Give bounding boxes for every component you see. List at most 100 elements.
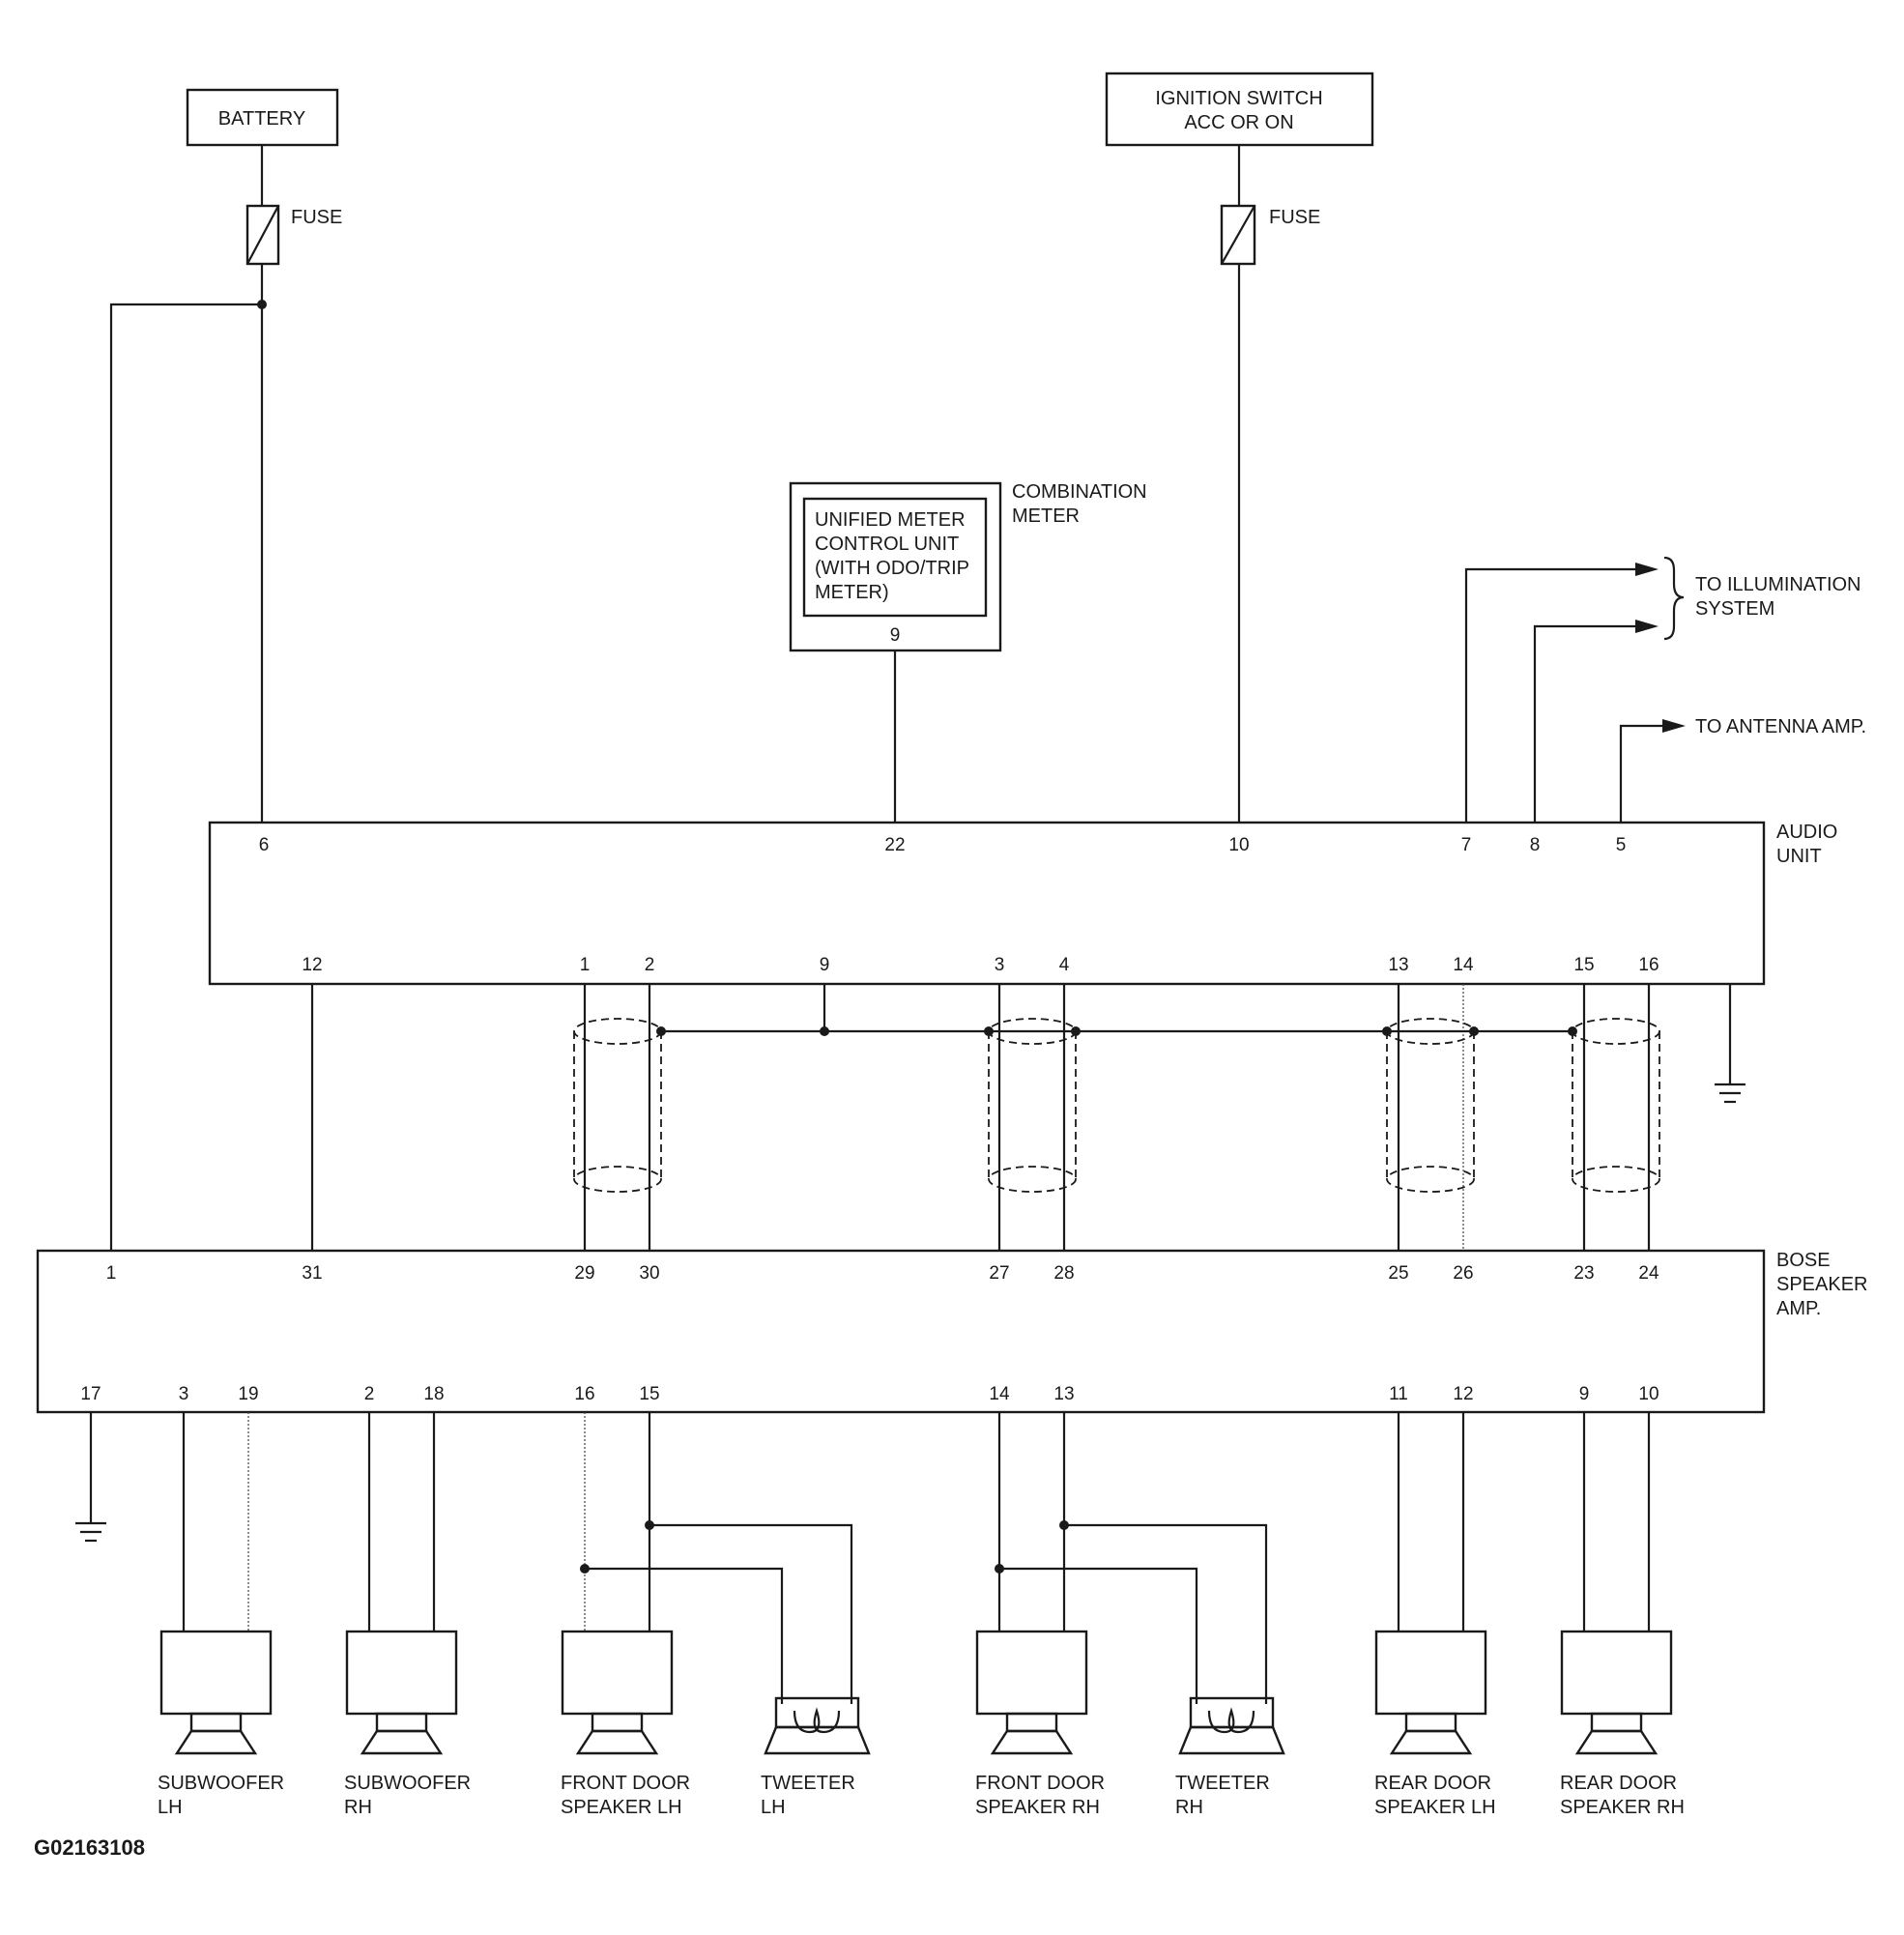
pin-label: 2 bbox=[364, 1384, 375, 1404]
pin-label: 10 bbox=[1638, 1384, 1659, 1404]
pin-label: 2 bbox=[645, 955, 655, 975]
meter-unit-label: (WITH ODO/TRIP bbox=[815, 558, 969, 579]
pin-label: 25 bbox=[1388, 1263, 1408, 1284]
pin-label: 3 bbox=[995, 955, 1005, 975]
pin-label: 31 bbox=[302, 1263, 322, 1284]
pin-label: 15 bbox=[639, 1384, 659, 1404]
battery-box: BATTERY bbox=[186, 88, 339, 147]
pin-label: 10 bbox=[1228, 835, 1249, 855]
ignition-mode-label: ACC OR ON bbox=[1184, 112, 1293, 133]
wire-tweeter-rh bbox=[1064, 1523, 1268, 1704]
meter-unit-label: METER) bbox=[815, 582, 889, 603]
pin-label: 24 bbox=[1638, 1263, 1659, 1284]
pin-label: 3 bbox=[179, 1384, 189, 1404]
speaker-label: SPEAKER RH bbox=[1560, 1797, 1685, 1818]
wire-audio-8-illumination bbox=[1533, 624, 1643, 823]
amp-label: BOSE bbox=[1776, 1250, 1831, 1271]
wire-tweeter-rh bbox=[999, 1567, 1198, 1704]
wire-tweeter-lh bbox=[585, 1567, 784, 1704]
wire-audio-5-antenna bbox=[1619, 724, 1668, 823]
pin-label: 1 bbox=[106, 1263, 117, 1284]
pin-label: 28 bbox=[1053, 1263, 1074, 1284]
wire-audio-7-illumination bbox=[1464, 567, 1643, 823]
antenna-label: TO ANTENNA AMP. bbox=[1695, 716, 1866, 737]
speaker-label: REAR DOOR bbox=[1374, 1773, 1491, 1794]
figure-code: G02163108 bbox=[34, 1835, 145, 1860]
speaker-icon bbox=[1560, 1630, 1673, 1755]
shield-icon bbox=[988, 1018, 1077, 1193]
combination-meter: UNIFIED METER CONTROL UNIT (WITH ODO/TRI… bbox=[789, 481, 1002, 652]
audio-unit: 6 22 10 7 8 5 12 1 2 9 3 4 13 14 15 16 bbox=[208, 821, 1766, 986]
junction-dot bbox=[820, 1026, 829, 1036]
speaker-label: LH bbox=[158, 1797, 183, 1818]
pin-label: 30 bbox=[639, 1263, 659, 1284]
speaker-label: SUBWOOFER bbox=[158, 1773, 284, 1794]
junction-dot bbox=[656, 1026, 666, 1036]
speaker-label: SPEAKER LH bbox=[1374, 1797, 1496, 1818]
arrow-icon bbox=[1635, 620, 1659, 633]
illumination-label: TO ILLUMINATION bbox=[1695, 574, 1861, 595]
junction-dot bbox=[1382, 1026, 1392, 1036]
speaker-icon bbox=[1374, 1630, 1487, 1755]
shield-icon bbox=[1386, 1018, 1475, 1193]
pin-label: 16 bbox=[574, 1384, 594, 1404]
pin-label: 22 bbox=[884, 835, 905, 855]
speaker-label: REAR DOOR bbox=[1560, 1773, 1677, 1794]
amp-label: SPEAKER bbox=[1776, 1274, 1867, 1295]
speaker-icon bbox=[159, 1630, 273, 1755]
fuse-label: FUSE bbox=[291, 207, 342, 228]
illumination-label: SYSTEM bbox=[1695, 598, 1774, 620]
ground-icon bbox=[75, 1521, 106, 1543]
pin-label: 11 bbox=[1389, 1384, 1408, 1404]
pin-label: 4 bbox=[1059, 955, 1070, 975]
audio-unit-label: AUDIO bbox=[1776, 822, 1837, 843]
amp-label: AMP. bbox=[1776, 1298, 1821, 1319]
pin-label: 29 bbox=[574, 1263, 594, 1284]
pin-label: 17 bbox=[80, 1384, 101, 1404]
wire-battery-to-amp-1 bbox=[109, 303, 262, 1251]
pin-label: 13 bbox=[1053, 1384, 1074, 1404]
pin-label: 15 bbox=[1573, 955, 1594, 975]
speaker-label: RH bbox=[1175, 1797, 1203, 1818]
pin-label: 12 bbox=[1453, 1384, 1473, 1404]
junction-dot bbox=[1071, 1026, 1081, 1036]
pin-label: 23 bbox=[1573, 1263, 1594, 1284]
pin-label: 13 bbox=[1388, 955, 1408, 975]
audio-unit-label: UNIT bbox=[1776, 846, 1822, 867]
pin-label: 5 bbox=[1616, 835, 1627, 855]
speaker-label: SPEAKER LH bbox=[561, 1797, 682, 1818]
bose-speaker-amp: 1 31 29 30 27 28 25 26 23 24 17 3 19 2 1… bbox=[36, 1249, 1766, 1414]
speaker-icon bbox=[345, 1630, 458, 1755]
meter-pin: 9 bbox=[890, 625, 901, 646]
brace-icon bbox=[1663, 556, 1685, 641]
speaker-label: SUBWOOFER bbox=[344, 1773, 471, 1794]
pin-label: 27 bbox=[989, 1263, 1009, 1284]
pin-label: 18 bbox=[423, 1384, 444, 1404]
junction-dot bbox=[1568, 1026, 1577, 1036]
pin-label: 1 bbox=[580, 955, 591, 975]
combination-meter-label: COMBINATION bbox=[1012, 481, 1147, 503]
tweeter-icon bbox=[1178, 1696, 1285, 1755]
pin-label: 12 bbox=[302, 955, 322, 975]
arrow-icon bbox=[1635, 563, 1659, 576]
fuse-label: FUSE bbox=[1269, 207, 1320, 228]
speaker-label: RH bbox=[344, 1797, 372, 1818]
tweeter-icon bbox=[764, 1696, 871, 1755]
combination-meter-label: METER bbox=[1012, 505, 1080, 527]
pin-label: 8 bbox=[1530, 835, 1541, 855]
speaker-label: FRONT DOOR bbox=[561, 1773, 690, 1794]
speaker-label: TWEETER bbox=[761, 1773, 855, 1794]
pin-label: 14 bbox=[989, 1384, 1010, 1404]
shield-icon bbox=[573, 1018, 662, 1193]
speaker-label: FRONT DOOR bbox=[975, 1773, 1105, 1794]
meter-unit-label: UNIFIED METER bbox=[815, 509, 966, 531]
ignition-switch-box: IGNITION SWITCH ACC OR ON bbox=[1105, 72, 1374, 147]
speaker-icon bbox=[975, 1630, 1088, 1755]
junction-dot bbox=[984, 1026, 994, 1036]
meter-unit-label: CONTROL UNIT bbox=[815, 534, 959, 555]
pin-label: 16 bbox=[1638, 955, 1659, 975]
pin-label: 19 bbox=[238, 1384, 258, 1404]
pin-label: 7 bbox=[1461, 835, 1472, 855]
pin-label: 9 bbox=[1579, 1384, 1590, 1404]
